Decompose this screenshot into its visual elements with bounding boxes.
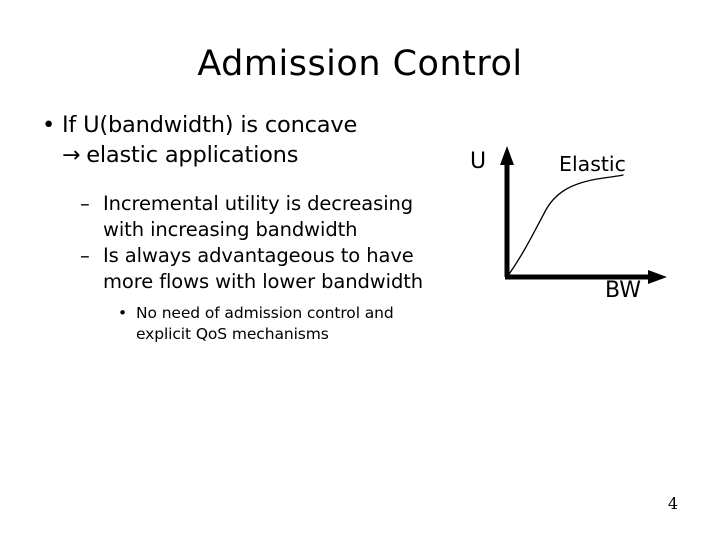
bullet-level2-line1: Is always advantageous to have <box>103 244 414 267</box>
bullet-marker-level1: • <box>42 112 56 138</box>
x-axis-arrowhead <box>648 270 667 284</box>
bullet-level2-line2: more flows with lower bandwidth <box>103 270 424 293</box>
bullet-marker-level3: • <box>118 304 128 322</box>
bullet-level2-line1: Incremental utility is decreasing <box>103 192 414 215</box>
bullet-level1-item: • If U(bandwidth) is concave →elastic ap… <box>30 110 480 171</box>
bullet-level3-line1: No need of admission control and <box>136 304 394 322</box>
bullet-marker-level2: – <box>80 244 90 267</box>
curve-label-elastic: Elastic <box>559 152 626 176</box>
chart-svg <box>500 146 667 284</box>
bullet-level1-line2-wrapper: →elastic applications <box>62 140 480 171</box>
bullet-level3-item: • No need of admission control and expli… <box>30 303 480 345</box>
page-title: Admission Control <box>197 44 523 84</box>
bullet-level3-line2: explicit QoS mechanisms <box>136 325 329 343</box>
x-axis-label: BW <box>605 278 642 303</box>
y-axis-label: U <box>470 149 487 174</box>
elastic-utility-curve <box>506 174 624 278</box>
slide-body-content: • If U(bandwidth) is concave →elastic ap… <box>30 110 480 345</box>
bullet-level2-group: – Incremental utility is decreasing with… <box>30 191 480 295</box>
bullet-level3-group: • No need of admission control and expli… <box>30 303 480 345</box>
bullet-level1-line2: elastic applications <box>86 142 299 168</box>
utility-bandwidth-chart: U BW Elastic <box>455 140 715 320</box>
bullet-level2-line2: with increasing bandwidth <box>103 218 358 241</box>
bullet-level2-item: – Is always advantageous to have more fl… <box>30 243 480 295</box>
page-number: 4 <box>667 494 678 513</box>
bullet-level1-line1: If U(bandwidth) is concave <box>62 112 358 138</box>
right-arrow-icon: → <box>62 143 81 168</box>
y-axis-arrowhead <box>500 146 514 165</box>
bullet-level2-item: – Incremental utility is decreasing with… <box>30 191 480 243</box>
bullet-marker-level2: – <box>80 192 90 215</box>
